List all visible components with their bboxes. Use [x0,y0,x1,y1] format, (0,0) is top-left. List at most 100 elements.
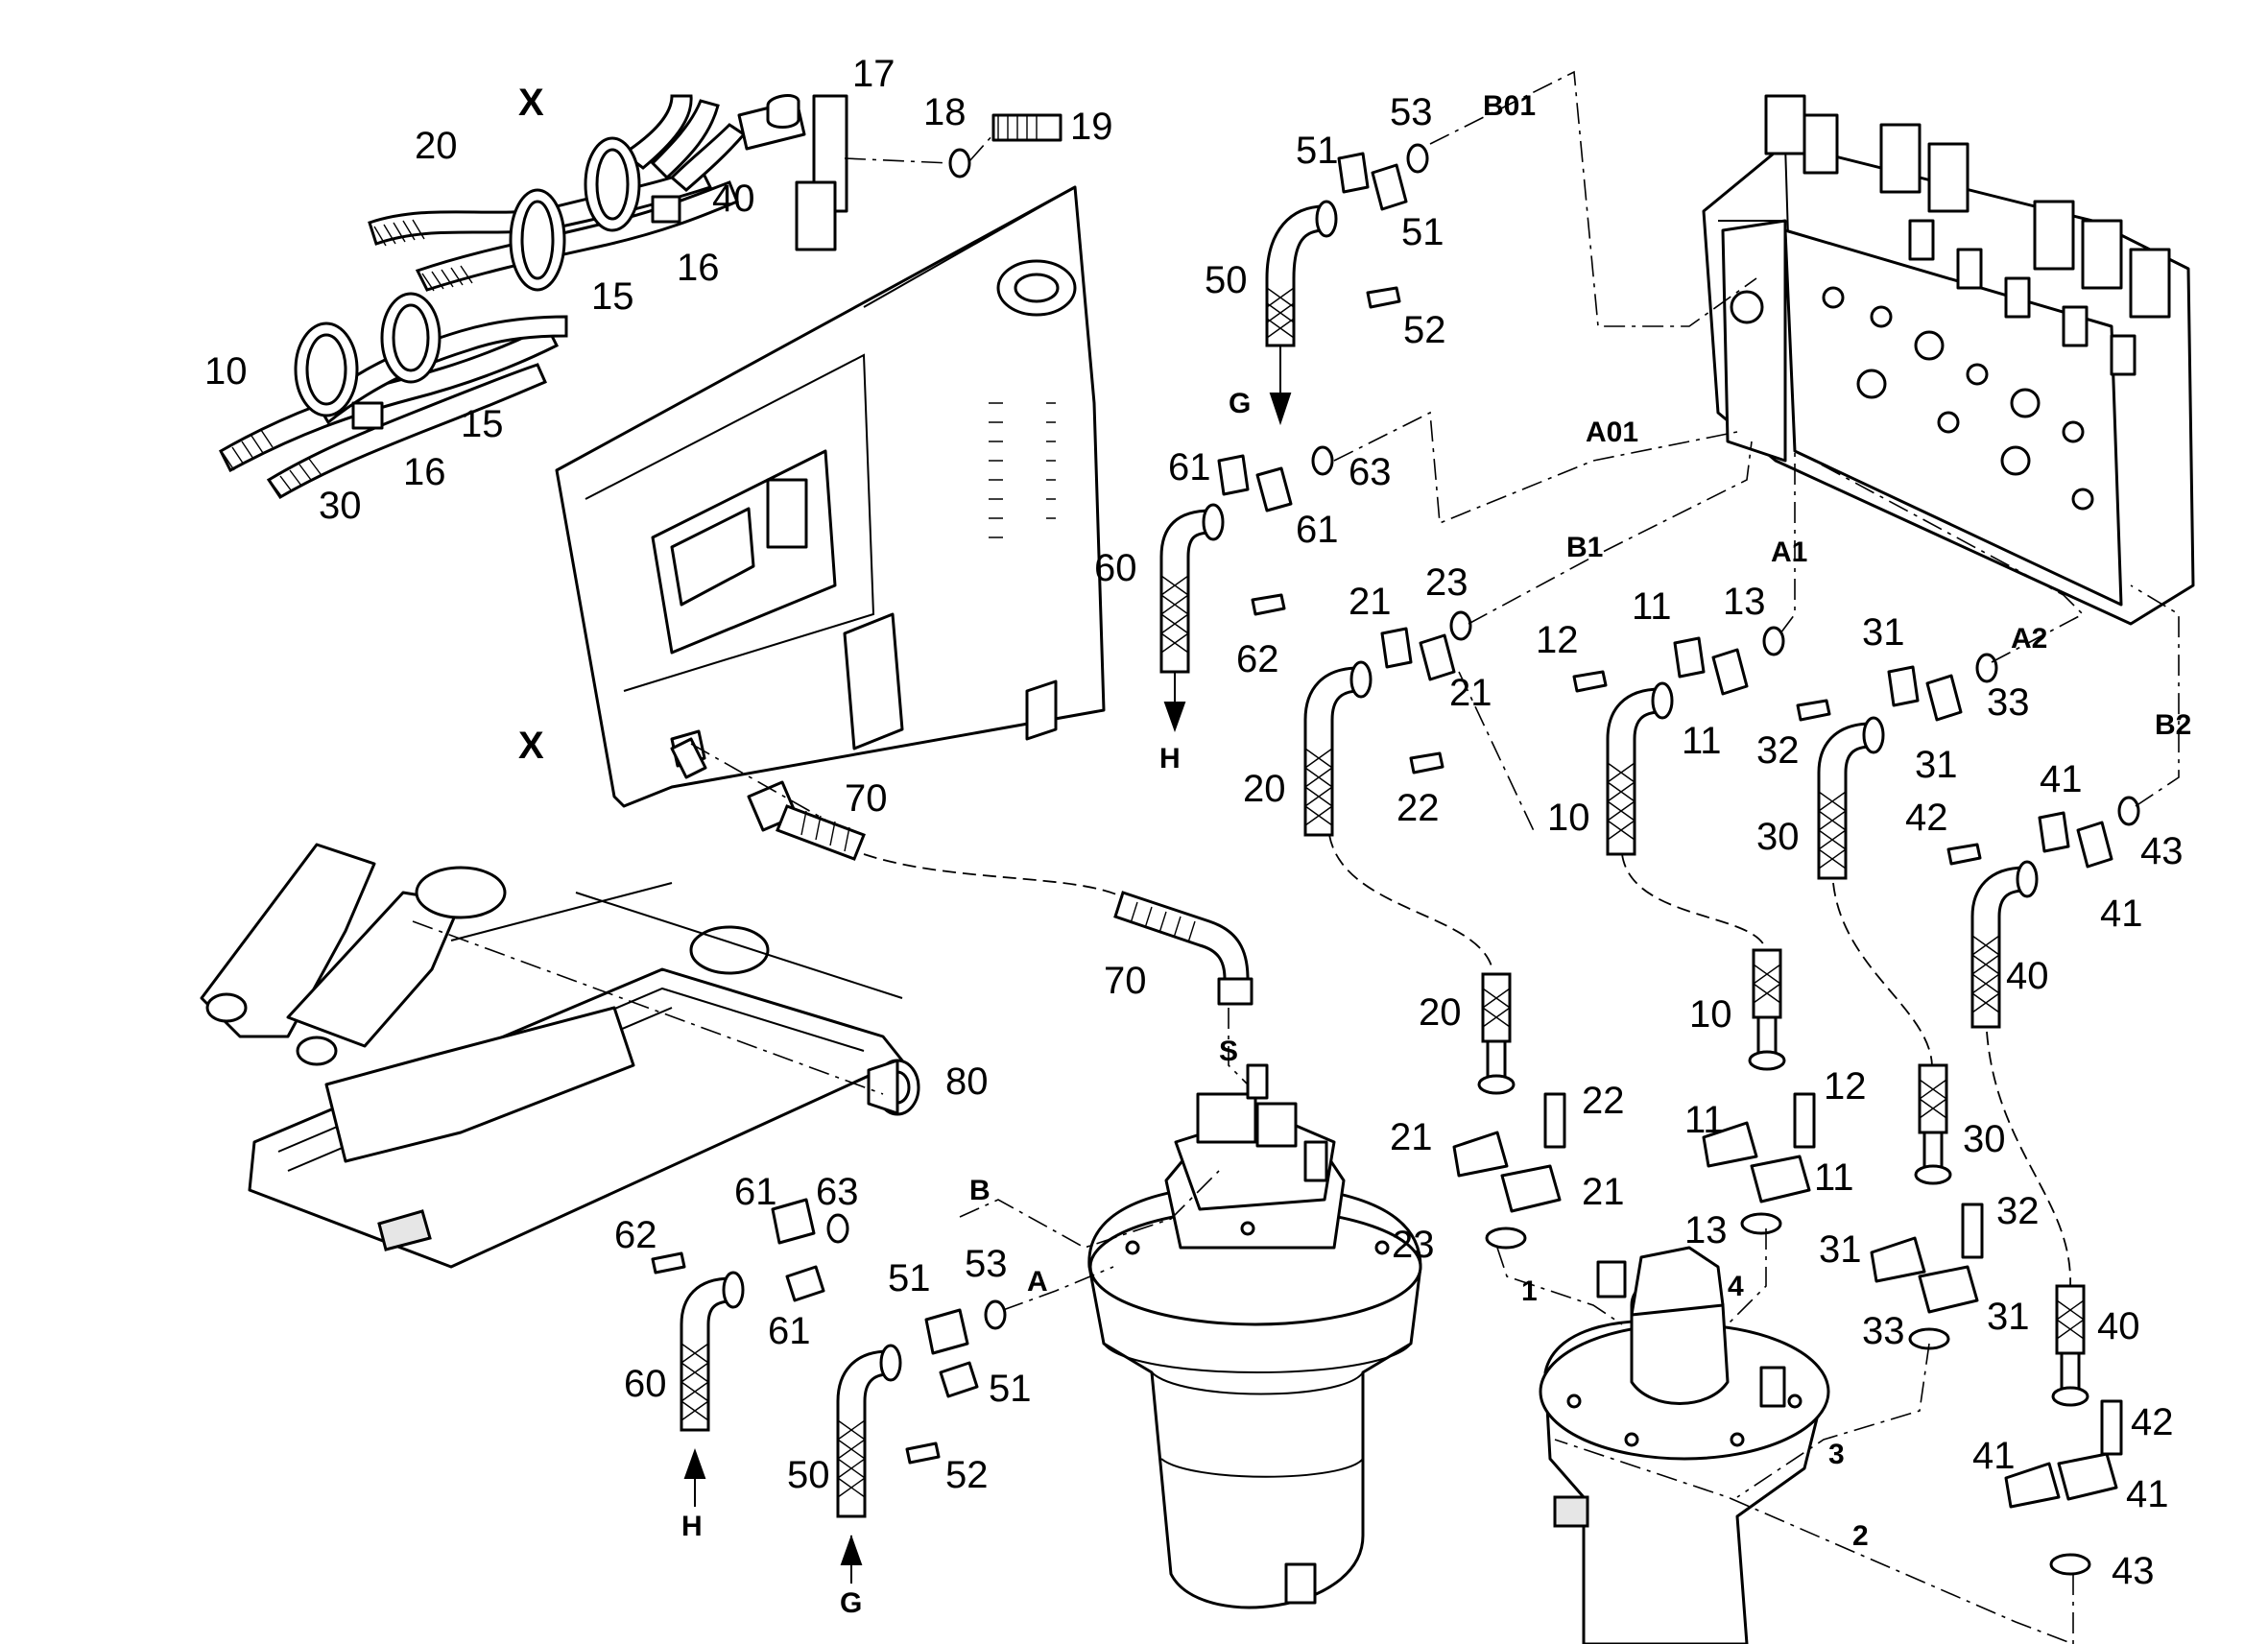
label-62: 62 [1236,638,1279,680]
label-20: 20 [1419,991,1462,1034]
port-label-s: S [1219,1036,1238,1067]
label-40: 40 [2006,955,2049,997]
label-15: 15 [591,275,634,318]
label-19: 19 [1070,106,1113,148]
connector-40-lower [2051,1284,2089,1407]
port-label-a2: A2 [2011,623,2047,655]
plug-80 [867,1059,920,1116]
port-label-a: A [1027,1266,1048,1298]
label-50: 50 [787,1454,830,1496]
label-17: 17 [852,53,895,95]
hose-60-upper [1159,503,1225,732]
hose-20-upper [1303,660,1373,837]
label-20: 20 [1243,768,1286,810]
label-61: 61 [1296,509,1339,551]
label-x-top: X [518,82,544,124]
hydraulic-tank-frame [555,185,1106,808]
label-80: 80 [945,1060,989,1103]
port-label-a1: A1 [1771,536,1807,568]
label-33: 33 [1862,1310,1905,1352]
label-20: 20 [415,125,458,167]
label-40: 40 [712,178,755,220]
label-43: 43 [2112,1550,2155,1592]
undercarriage-frame [200,843,904,1269]
hose-70-lower [1113,891,1253,1006]
label-70: 70 [1104,960,1147,1002]
label-16: 16 [677,247,720,289]
port-label-h-lower: H [681,1511,703,1542]
label-51: 51 [1401,211,1444,253]
label-53: 53 [1390,91,1433,133]
label-13: 13 [1723,581,1766,623]
label-61: 61 [768,1310,811,1352]
label-53: 53 [965,1243,1008,1285]
label-13: 13 [1684,1209,1728,1251]
label-32: 32 [1756,729,1800,772]
label-18: 18 [923,91,967,133]
label-40: 40 [2097,1305,2140,1347]
label-15: 15 [461,403,504,445]
hose-70-upper [670,737,866,861]
label-41: 41 [1972,1435,2016,1477]
label-21: 21 [1582,1171,1625,1213]
connector-10-lower [1748,948,1786,1071]
connector-30-lower [1914,1063,1952,1185]
label-x-mid: X [518,725,544,767]
label-11: 11 [1682,720,1722,762]
label-32: 32 [1996,1190,2040,1232]
port-label-b1: B1 [1566,532,1603,563]
label-11: 11 [1814,1156,1854,1199]
label-31: 31 [1819,1228,1862,1271]
port-label-b01: B01 [1483,90,1536,122]
label-30: 30 [319,485,362,527]
control-valve-block [1702,94,2195,626]
hose-40-upper [1970,860,2039,1029]
label-63: 63 [816,1171,859,1213]
label-23: 23 [1425,561,1468,604]
hose-10-upper [1606,681,1674,856]
label-51: 51 [989,1368,1032,1410]
label-10: 10 [1689,993,1732,1036]
part-number-labels: X X 17 18 19 20 40 15 16 10 15 16 30 53 … [204,53,2184,1592]
label-50: 50 [1205,259,1248,301]
label-61: 61 [1168,446,1211,488]
label-42: 42 [1905,797,1948,839]
hose-60-lower [680,1271,745,1507]
label-70: 70 [845,777,888,820]
port-label-4: 4 [1728,1271,1744,1302]
hose-30-upper [1817,716,1885,880]
label-41: 41 [2040,758,2083,800]
port-label-h-upper: H [1159,743,1181,774]
label-10: 10 [1547,797,1590,839]
hose-50-upper [1265,200,1338,426]
label-43: 43 [2140,830,2184,872]
label-60: 60 [1094,547,1137,589]
port-labels: B01 A01 B1 A1 A2 B2 S B A 1 2 3 4 G H H … [681,90,2191,1619]
label-11: 11 [1632,585,1672,628]
label-41: 41 [2126,1473,2169,1515]
label-16: 16 [403,451,446,493]
label-12: 12 [1824,1065,1867,1108]
label-63: 63 [1349,451,1392,493]
label-62: 62 [614,1214,657,1256]
port-label-a01: A01 [1586,417,1638,448]
flange-halves-and-seals [651,143,2140,1576]
port-label-b: B [969,1175,991,1206]
hose-50-lower [836,1344,902,1584]
label-52: 52 [1403,309,1446,351]
label-21: 21 [1349,581,1392,623]
label-31: 31 [1915,744,1958,786]
port-label-g-upper: G [1229,388,1251,419]
label-22: 22 [1397,787,1440,829]
label-61: 61 [734,1171,777,1213]
port-label-3: 3 [1828,1439,1845,1470]
connection-lines [412,70,2180,1644]
label-42: 42 [2131,1401,2174,1443]
label-23: 23 [1392,1224,1435,1266]
label-51: 51 [1296,130,1339,172]
port-label-1: 1 [1521,1275,1538,1307]
label-12: 12 [1536,619,1579,661]
swivel-joint [1539,1246,1830,1644]
label-22: 22 [1582,1080,1625,1122]
label-11: 11 [1684,1099,1725,1141]
